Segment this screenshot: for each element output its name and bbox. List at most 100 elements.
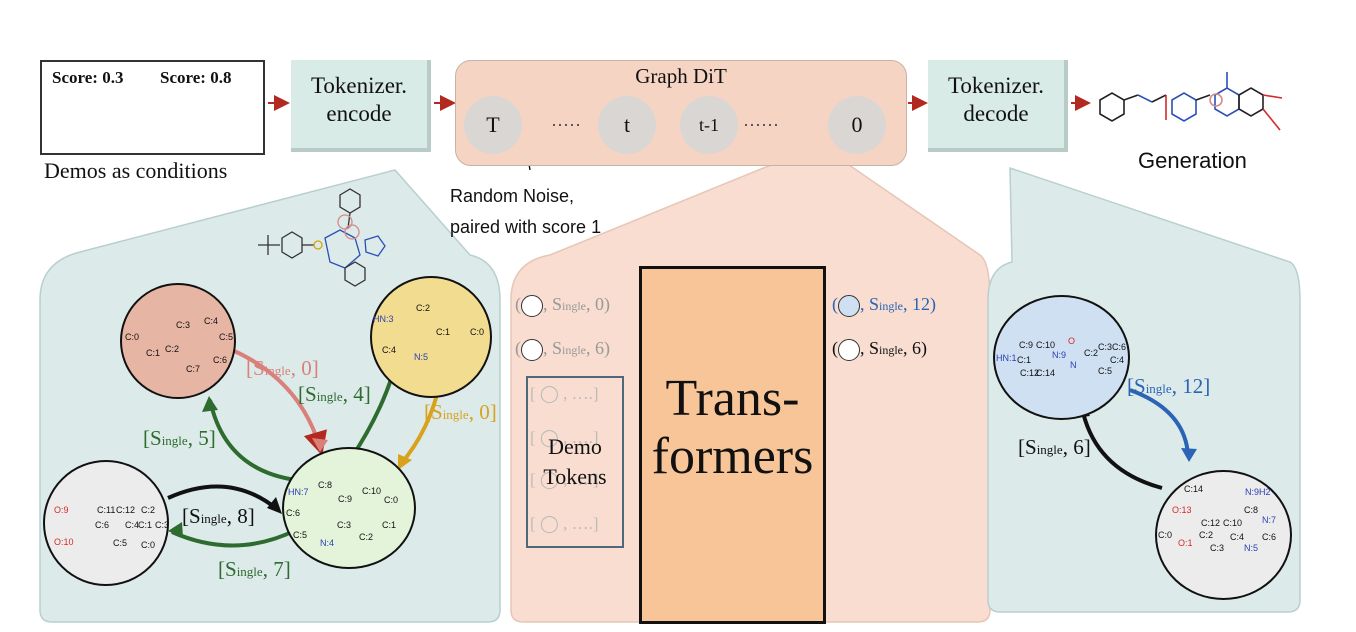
- atom-rgray-7: C:0: [1158, 530, 1173, 540]
- demo-tokens-label: Demo Tokens: [526, 432, 624, 492]
- demo-molecule-large: [258, 188, 386, 287]
- edge-label-green-yellow: [Single, 4]: [298, 382, 371, 407]
- placeholder-token-1: [ ◯ , ….]: [530, 384, 599, 403]
- atom-yellow-4: C:4: [382, 345, 397, 355]
- edge-label-sub: ingle: [200, 511, 227, 526]
- atom-gray-6: C:6: [95, 520, 110, 530]
- atom-pink-7: C:7: [186, 364, 201, 374]
- atom-green-6: C:5: [293, 530, 308, 540]
- tokenizer-decode-line1: Tokenizer.: [947, 73, 1045, 98]
- atom-rgray-9: C:2: [1199, 530, 1214, 540]
- edge-label-suffix: , 8]: [226, 504, 255, 528]
- tokenizer-decode-line2: decode: [963, 101, 1029, 126]
- demo-tokens-box: [526, 376, 624, 548]
- token-sub: ingle: [879, 343, 904, 357]
- atom-green-8: C:3: [337, 520, 352, 530]
- token-sub: ingle: [562, 343, 587, 357]
- edge-label-green-gray: [Single, 7]: [218, 557, 291, 582]
- atom-gray-2: C:2: [141, 505, 156, 515]
- atom-gray-1: C:12: [116, 505, 136, 515]
- atom-blue-2: HN:1: [996, 353, 1017, 363]
- atom-pink-0: C:0: [125, 332, 140, 342]
- token-open: (: [832, 294, 838, 314]
- edge-label-prefix: [S: [218, 557, 237, 581]
- score-left: Score: 0.3: [52, 68, 124, 87]
- node-gray-left: [43, 460, 169, 586]
- atom-blue-6: N:9: [1052, 350, 1067, 360]
- edge-label-sub: ingle: [236, 564, 263, 579]
- atom-gray-0: C:11: [97, 505, 116, 515]
- chain-dots-2: ······: [743, 114, 779, 134]
- transformers-line1: Trans-: [665, 370, 800, 427]
- edge-label-suffix: , 6]: [1062, 435, 1091, 459]
- transformers-label: Trans- formers: [639, 370, 826, 486]
- token-suffix: , 6): [903, 338, 928, 358]
- step-t: t: [598, 96, 656, 154]
- atom-pink-3: C:3: [176, 320, 191, 330]
- molecule-token-icon: [838, 338, 860, 361]
- demo-tokens-line1: Demo: [548, 434, 602, 459]
- atom-blue-8: N: [1070, 360, 1077, 370]
- transformers-box: [639, 266, 826, 624]
- atom-blue-7: O: [1068, 336, 1076, 346]
- generated-molecule: [1099, 72, 1283, 131]
- atom-pink-4: C:4: [204, 316, 219, 326]
- edge-label-green-pink: [Single, 5]: [143, 426, 216, 451]
- atom-blue-0: C:9: [1019, 340, 1034, 350]
- tokenizer-decode-box: Tokenizer. decode: [928, 60, 1068, 152]
- atom-rgray-12: N:5: [1244, 543, 1259, 553]
- edge-label-suffix: , 0]: [290, 356, 319, 380]
- atom-blue-1: C:10: [1036, 340, 1056, 350]
- placeholder-token-3: [ ◯ , ….]: [530, 470, 599, 489]
- step-T: T: [464, 96, 522, 154]
- atom-gray-4: C:1: [138, 520, 153, 530]
- generation-label: Generation: [1138, 148, 1247, 173]
- edge-label-prefix: [S: [424, 400, 443, 424]
- edge-label-prefix: [S: [182, 504, 201, 528]
- atom-gray-10: O:10: [54, 537, 74, 547]
- atom-yellow-3: C:0: [470, 327, 485, 337]
- atom-green-1: C:8: [318, 480, 333, 490]
- token-suffix: , 12): [903, 294, 937, 314]
- atom-green-3: C:10: [362, 486, 382, 496]
- output-token-2: (, Single, 6): [832, 338, 927, 361]
- output-token-1: (, Single, 12): [832, 294, 936, 317]
- atom-green-2: C:9: [338, 494, 353, 504]
- atom-rgray-11: C:4: [1230, 532, 1245, 542]
- atom-gray-9: O:9: [54, 505, 69, 515]
- edge-label-prefix: [S: [1018, 435, 1037, 459]
- atom-gray-3: C:4: [125, 520, 140, 530]
- atom-rgray-0: C:14: [1184, 484, 1204, 494]
- edge-label-prefix: [S: [298, 382, 317, 406]
- token-s: S: [552, 294, 563, 314]
- atom-pink-1: C:1: [146, 348, 161, 358]
- edge-label-sub: ingle: [1145, 381, 1172, 396]
- atom-green-4: C:0: [384, 495, 399, 505]
- atom-yellow-0: HN:3: [373, 314, 394, 324]
- atom-yellow-5: N:5: [414, 352, 429, 362]
- atom-pink-2: C:2: [165, 344, 180, 354]
- token-sub: ingle: [879, 299, 904, 313]
- node-yellow: [370, 276, 492, 398]
- atom-green-9: C:2: [359, 532, 374, 542]
- molecule-token-icon: [838, 294, 860, 317]
- token-open: (: [515, 338, 521, 358]
- edge-label-pink-green: [Single, 0]: [246, 356, 319, 381]
- atom-rgray-13: C:6: [1262, 532, 1277, 542]
- atom-rgray-6: N:7: [1262, 515, 1277, 525]
- atom-rgray-4: C:10: [1223, 518, 1243, 528]
- atom-pink-5: C:5: [219, 332, 234, 342]
- edge-label-sub: ingle: [442, 407, 469, 422]
- score-right: Score: 0.8: [160, 68, 232, 87]
- transformers-line2: formers: [651, 428, 814, 485]
- edge-label-yellow-green: [Single, 0]: [424, 400, 497, 425]
- atom-gray-8: C:0: [141, 540, 156, 550]
- demos-box: [40, 60, 265, 155]
- edge-label-suffix: , 12]: [1171, 374, 1211, 398]
- atom-green-7: N:4: [320, 538, 335, 548]
- edge-label-sub: ingle: [1036, 442, 1063, 457]
- node-pink: [120, 283, 236, 399]
- placeholder-token-2: [ ◯ , ….]: [530, 428, 599, 447]
- edge-label-suffix: , 0]: [468, 400, 497, 424]
- atom-blue-10: C:3: [1098, 342, 1113, 352]
